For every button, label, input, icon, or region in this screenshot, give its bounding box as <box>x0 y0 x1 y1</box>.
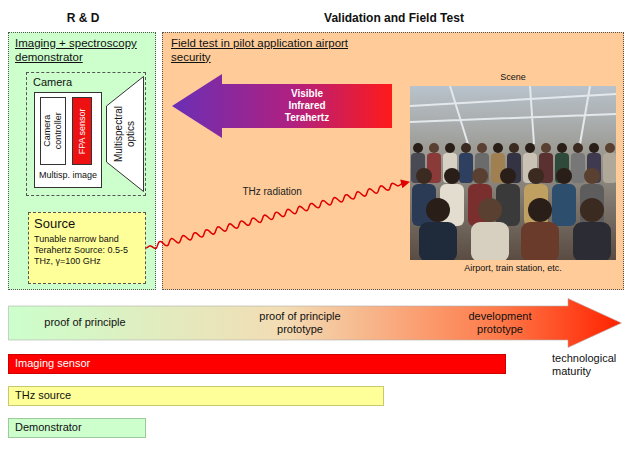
source-box: SourceTunable narrow band Terahertz Sour… <box>28 212 146 284</box>
source-spec: Tunable narrow band Terahertz Source: 0.… <box>34 234 142 266</box>
photo-caption: Airport, train station, etc. <box>410 263 616 274</box>
arrow-head <box>400 180 410 189</box>
column-heading: R & D <box>9 11 157 25</box>
image-box: Multisp. image Camera controller FPA senso… <box>34 92 102 188</box>
optics-label: Multispectral optics <box>113 94 137 174</box>
fpa-sensor: FPA sensor <box>72 97 92 165</box>
bar-label: Demonstrator <box>15 421 135 434</box>
edge-label: THz radiation <box>242 186 301 198</box>
maturity-arrow: proof of principle proof of principle pro… <box>8 298 622 348</box>
box-title: Source <box>34 216 140 232</box>
controller-box: Camera controller <box>40 97 66 165</box>
stage-label: development prototype <box>450 310 550 336</box>
axis-label: technological maturity <box>552 352 630 378</box>
bar-label: THz source <box>15 389 215 402</box>
box-title: Camera <box>33 76 113 89</box>
panel-title: Imaging + spectroscopy demonstrator <box>15 37 151 65</box>
arrow-label: Visible Infrared Terahertz <box>276 88 338 124</box>
field-test-panel: Validation and Field TestField test in p… <box>162 32 624 290</box>
arrow-shape <box>172 74 392 138</box>
image-label: Multisp. image <box>36 170 100 181</box>
panel-title: Field test in pilot application airport … <box>171 37 371 65</box>
maturity-bar: Demonstrator <box>8 418 146 438</box>
column-heading: Validation and Field Test <box>163 11 625 25</box>
crowd-photo <box>410 86 616 260</box>
maturity-bar: THz source <box>8 386 384 406</box>
photo-title: Scene <box>410 72 616 83</box>
sensor-label: FPA sensor <box>77 99 88 163</box>
spectrum-arrow: Visible Infrared Terahertz <box>172 74 392 138</box>
maturity-bar: Imaging sensor <box>8 354 506 374</box>
stage-label: proof of principle <box>25 316 145 329</box>
stage-label: proof of principle prototype <box>235 310 365 336</box>
wave-line <box>146 183 402 248</box>
camera-box: CameraMultisp. image Camera controller FPA… <box>26 72 146 196</box>
radiation-wave <box>146 180 410 249</box>
scene-photo: SceneAirport, train station, etc. <box>410 86 616 260</box>
rd-panel: R & DImaging + spectroscopy demonstrator… <box>8 32 156 290</box>
controller-label: Camera controller <box>42 99 64 163</box>
optics-lens: Multispectral optics <box>106 76 144 192</box>
bar-label: Imaging sensor <box>15 357 215 370</box>
